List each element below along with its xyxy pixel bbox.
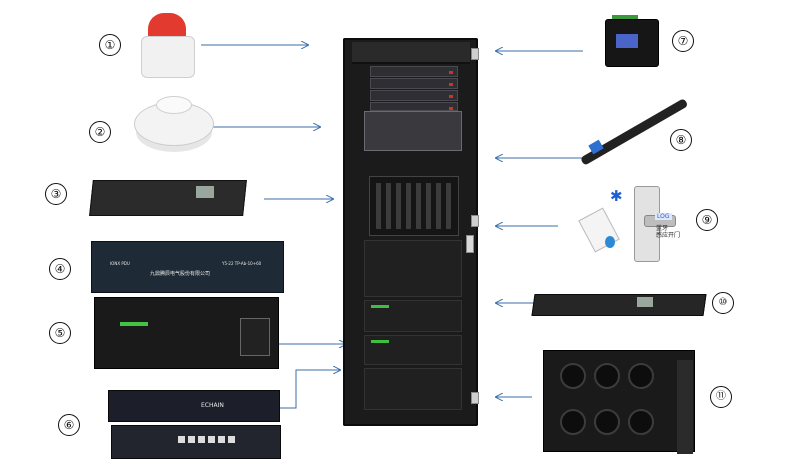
rack-server-1 [370, 66, 458, 77]
rack-door-handle [466, 235, 474, 253]
lock-caption: 蓝牙 感应开门 [656, 225, 681, 239]
bluetooth-icon: ✱ [610, 187, 623, 205]
smoke-detector-top [156, 96, 192, 114]
rack-server-2 [370, 78, 458, 89]
ups-status-strip [120, 322, 148, 326]
rack-server-4 [370, 102, 458, 111]
arrow-6 [267, 370, 340, 409]
item-number-9: ⑨ [696, 209, 718, 231]
rack-mount-unit-icon [89, 180, 247, 216]
control-unit-model-label: Y5-22 TP-Ab-10+60 [222, 261, 262, 266]
rack-storage-server [364, 111, 462, 151]
fan-icon [628, 409, 654, 435]
rack-mount-unit-2-icon [531, 294, 707, 316]
item-number-4: ④ [49, 258, 71, 280]
alarm-siren-light [148, 13, 186, 39]
switch-port [208, 436, 215, 443]
switch-port [218, 436, 225, 443]
rack-top-panel [352, 42, 470, 64]
fan-icon [560, 409, 586, 435]
rack-control-unit-icon: IONX PDU 九鼎腾辰电气股份有限公司 Y5-22 TP-Ab-10+60 [91, 241, 284, 293]
switch-port [178, 436, 185, 443]
item-number-5: ⑤ [49, 322, 71, 344]
rack-blade-chassis [369, 176, 459, 236]
rack-hinge-bottom [471, 392, 479, 404]
rack-hinge-middle [471, 215, 479, 227]
item-number-7: ⑦ [672, 30, 694, 52]
fan-icon [594, 363, 620, 389]
item-number-1: ① [99, 34, 121, 56]
item-number-3: ③ [45, 183, 67, 205]
network-switch-icon [111, 425, 281, 459]
switch-brand-label: ECHAIN [201, 402, 224, 409]
ups-display-panel [240, 318, 270, 356]
rack-server-3 [370, 90, 458, 101]
alarm-siren-icon [141, 36, 195, 78]
item-number-8: ⑧ [670, 129, 692, 151]
rack-empty-bay [364, 240, 462, 297]
rack-hinge-top [471, 48, 479, 60]
cooling-unit-side [677, 360, 693, 454]
fan-icon [628, 363, 654, 389]
lock-button-label: LOG [655, 213, 672, 220]
smoke-detector-icon [134, 102, 214, 146]
switch-port [198, 436, 205, 443]
gateway-screen [616, 34, 638, 48]
gateway-terminal-block [612, 15, 638, 21]
rack-ups-module-1 [364, 300, 462, 332]
key-fob-icon [605, 236, 615, 248]
item-number-6: ⑥ [58, 414, 80, 436]
control-unit-company-label: 九鼎腾辰电气股份有限公司 [150, 271, 211, 277]
fan-icon [560, 363, 586, 389]
rack-mount-unit-display [196, 186, 214, 198]
item-number-10: ⑩ [712, 292, 734, 314]
rack-ups-module-2 [364, 335, 462, 365]
item-number-2: ② [89, 121, 111, 143]
item-number-11: ⑪ [710, 386, 732, 408]
control-unit-left-label: IONX PDU [110, 261, 130, 266]
switch-port [188, 436, 195, 443]
rack-mount-unit-2-display [637, 297, 653, 307]
fan-icon [594, 409, 620, 435]
switch-port [228, 436, 235, 443]
rack-bottom-cooling [364, 368, 462, 410]
network-switch-top: ECHAIN [108, 390, 280, 422]
cooling-unit-icon [543, 350, 695, 452]
